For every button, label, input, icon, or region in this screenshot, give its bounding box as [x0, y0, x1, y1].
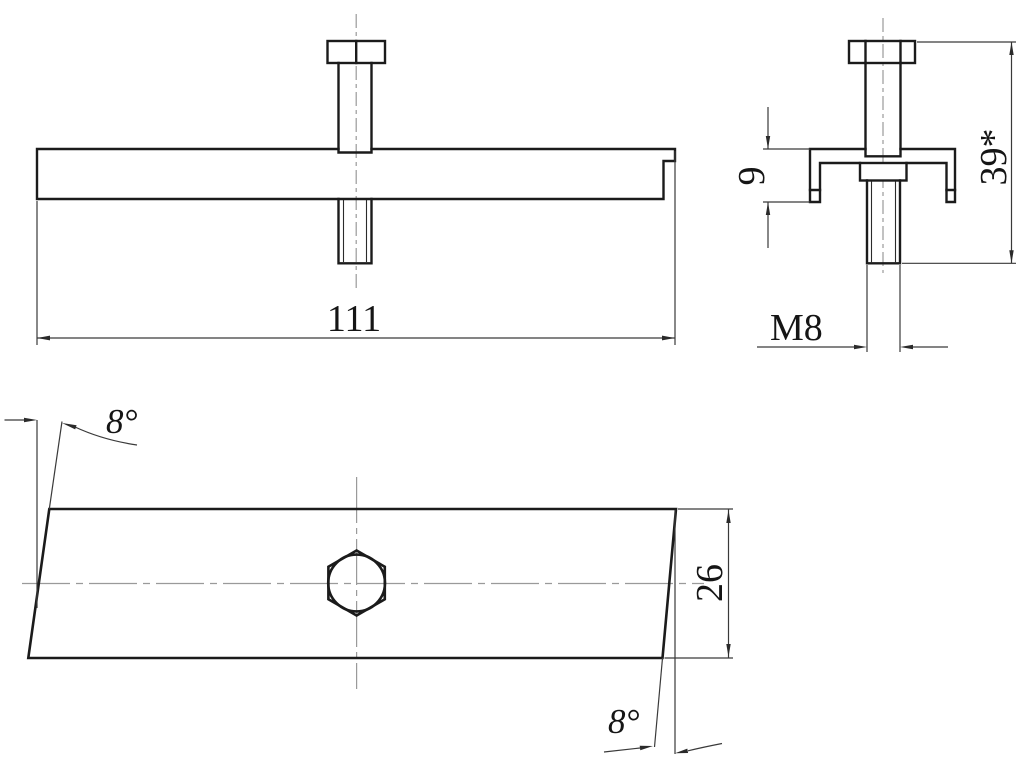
dim-m8-extension-lines: [866, 265, 901, 352]
dim-label-length: 111: [327, 298, 381, 340]
bolt-head-facet-lines: [864, 39, 902, 65]
dim-26-arrow-bottom: [726, 644, 731, 657]
bolt-stud-side: [865, 179, 902, 265]
dim-111-arrow-right: [662, 335, 675, 341]
dim-111-extension-lines: [36, 151, 676, 345]
angle-right-arc-tail-left: [603, 747, 641, 753]
dim-9-extension-lines: [763, 148, 810, 203]
plate-section-left: [808, 147, 867, 204]
angle-left-arrow-edge: [62, 423, 77, 430]
dim-39-extension-lines: [902, 41, 1016, 264]
nut-block-side: [858, 161, 908, 182]
dim-label-plate-height: 9: [731, 167, 773, 186]
dim-9-arrow-top: [765, 136, 771, 149]
bolt-stud-thread-lines-side: [870, 181, 897, 263]
dim-label-width: 26: [689, 564, 731, 602]
dim-m8-arrow-left: [854, 344, 867, 350]
dim-label-right-angle: 8°: [608, 702, 640, 741]
angle-right-arrow-edge: [639, 745, 653, 751]
angle-right-edge-extension: [653, 657, 664, 748]
dim-111-arrow-left: [37, 335, 50, 341]
dim-m8-arrow-right: [900, 344, 913, 350]
angle-left-leader-arc: [74, 426, 138, 446]
dim-39-arrow-bottom: [1009, 250, 1014, 264]
angle-left-arrow-vertical: [24, 417, 37, 423]
bolt-head-side: [847, 39, 917, 65]
angle-left-edge-extension: [48, 421, 63, 510]
bolt-shank-front: [337, 61, 373, 154]
side-view: 9 39* M8: [731, 18, 1016, 352]
dim-26-extension-lines: [664, 508, 733, 659]
dim-26-arrow-top: [726, 510, 731, 523]
dim-9-arrow-bottom: [765, 202, 771, 215]
dim-label-thread-size: M8: [770, 307, 823, 349]
bolt-stud-thread-lines-front: [342, 200, 368, 262]
plate-outline-front: [35, 147, 677, 201]
hex-hole: [327, 548, 387, 617]
dim-39-arrow-top: [1009, 42, 1014, 55]
angle-right-arc-tail-right: [687, 742, 723, 752]
front-view: 111: [35, 14, 677, 345]
top-view: 26 8° 8°: [4, 402, 733, 754]
angle-right-arrow-vertical: [675, 748, 689, 754]
bolt-stud-front: [337, 197, 373, 265]
plate-section-right: [899, 147, 957, 204]
bolt-shank-side: [864, 61, 902, 158]
dim-label-overall-height: 39*: [973, 129, 1015, 186]
dim-label-left-angle: 8°: [106, 402, 138, 441]
